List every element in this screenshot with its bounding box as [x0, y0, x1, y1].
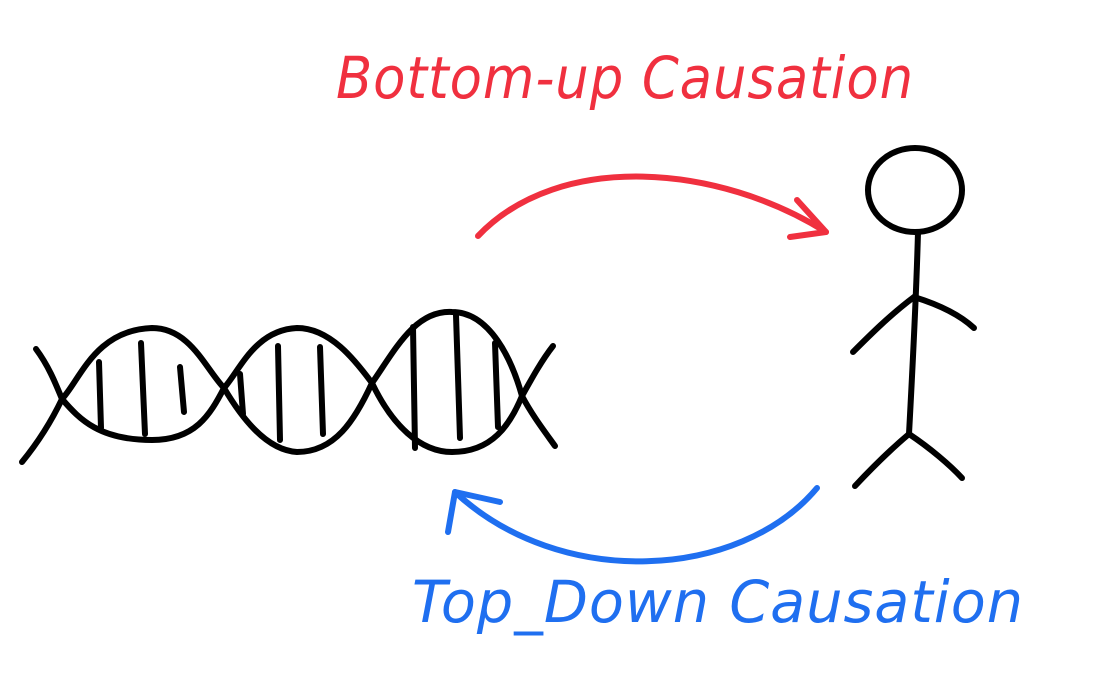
- base-pair: [138, 340, 148, 437]
- base-pair: [237, 371, 246, 417]
- base-pair: [453, 312, 463, 441]
- base-pair: [177, 364, 187, 415]
- dna-base-pairs: [96, 312, 501, 451]
- base-pair: [492, 340, 501, 430]
- person-icon: [850, 145, 977, 489]
- person-right-arm: [911, 294, 977, 331]
- top-down-arrowhead: [445, 489, 503, 535]
- top-down-causation-label: Top_Down Causation: [412, 568, 1024, 636]
- base-pair: [96, 359, 104, 431]
- person-right-leg: [906, 431, 965, 481]
- bottom-up-arrow-shaft: [475, 173, 829, 239]
- person-left-arm: [850, 294, 917, 355]
- dna-helix-icon: [19, 308, 558, 465]
- person-head: [865, 145, 965, 235]
- bottom-up-arrowhead: [787, 197, 829, 240]
- base-pair: [410, 324, 418, 451]
- bottom-up-arrow: [475, 173, 829, 240]
- dna-strand-2: [19, 343, 556, 465]
- top-down-arrow-shaft: [452, 485, 820, 565]
- base-pair: [317, 344, 326, 437]
- base-pair: [275, 343, 283, 443]
- person-body: [906, 229, 921, 437]
- person-left-leg: [852, 431, 912, 489]
- top-down-arrow: [445, 485, 820, 565]
- bottom-up-causation-label: Bottom-up Causation: [336, 44, 914, 112]
- dna-strand-1: [33, 308, 558, 449]
